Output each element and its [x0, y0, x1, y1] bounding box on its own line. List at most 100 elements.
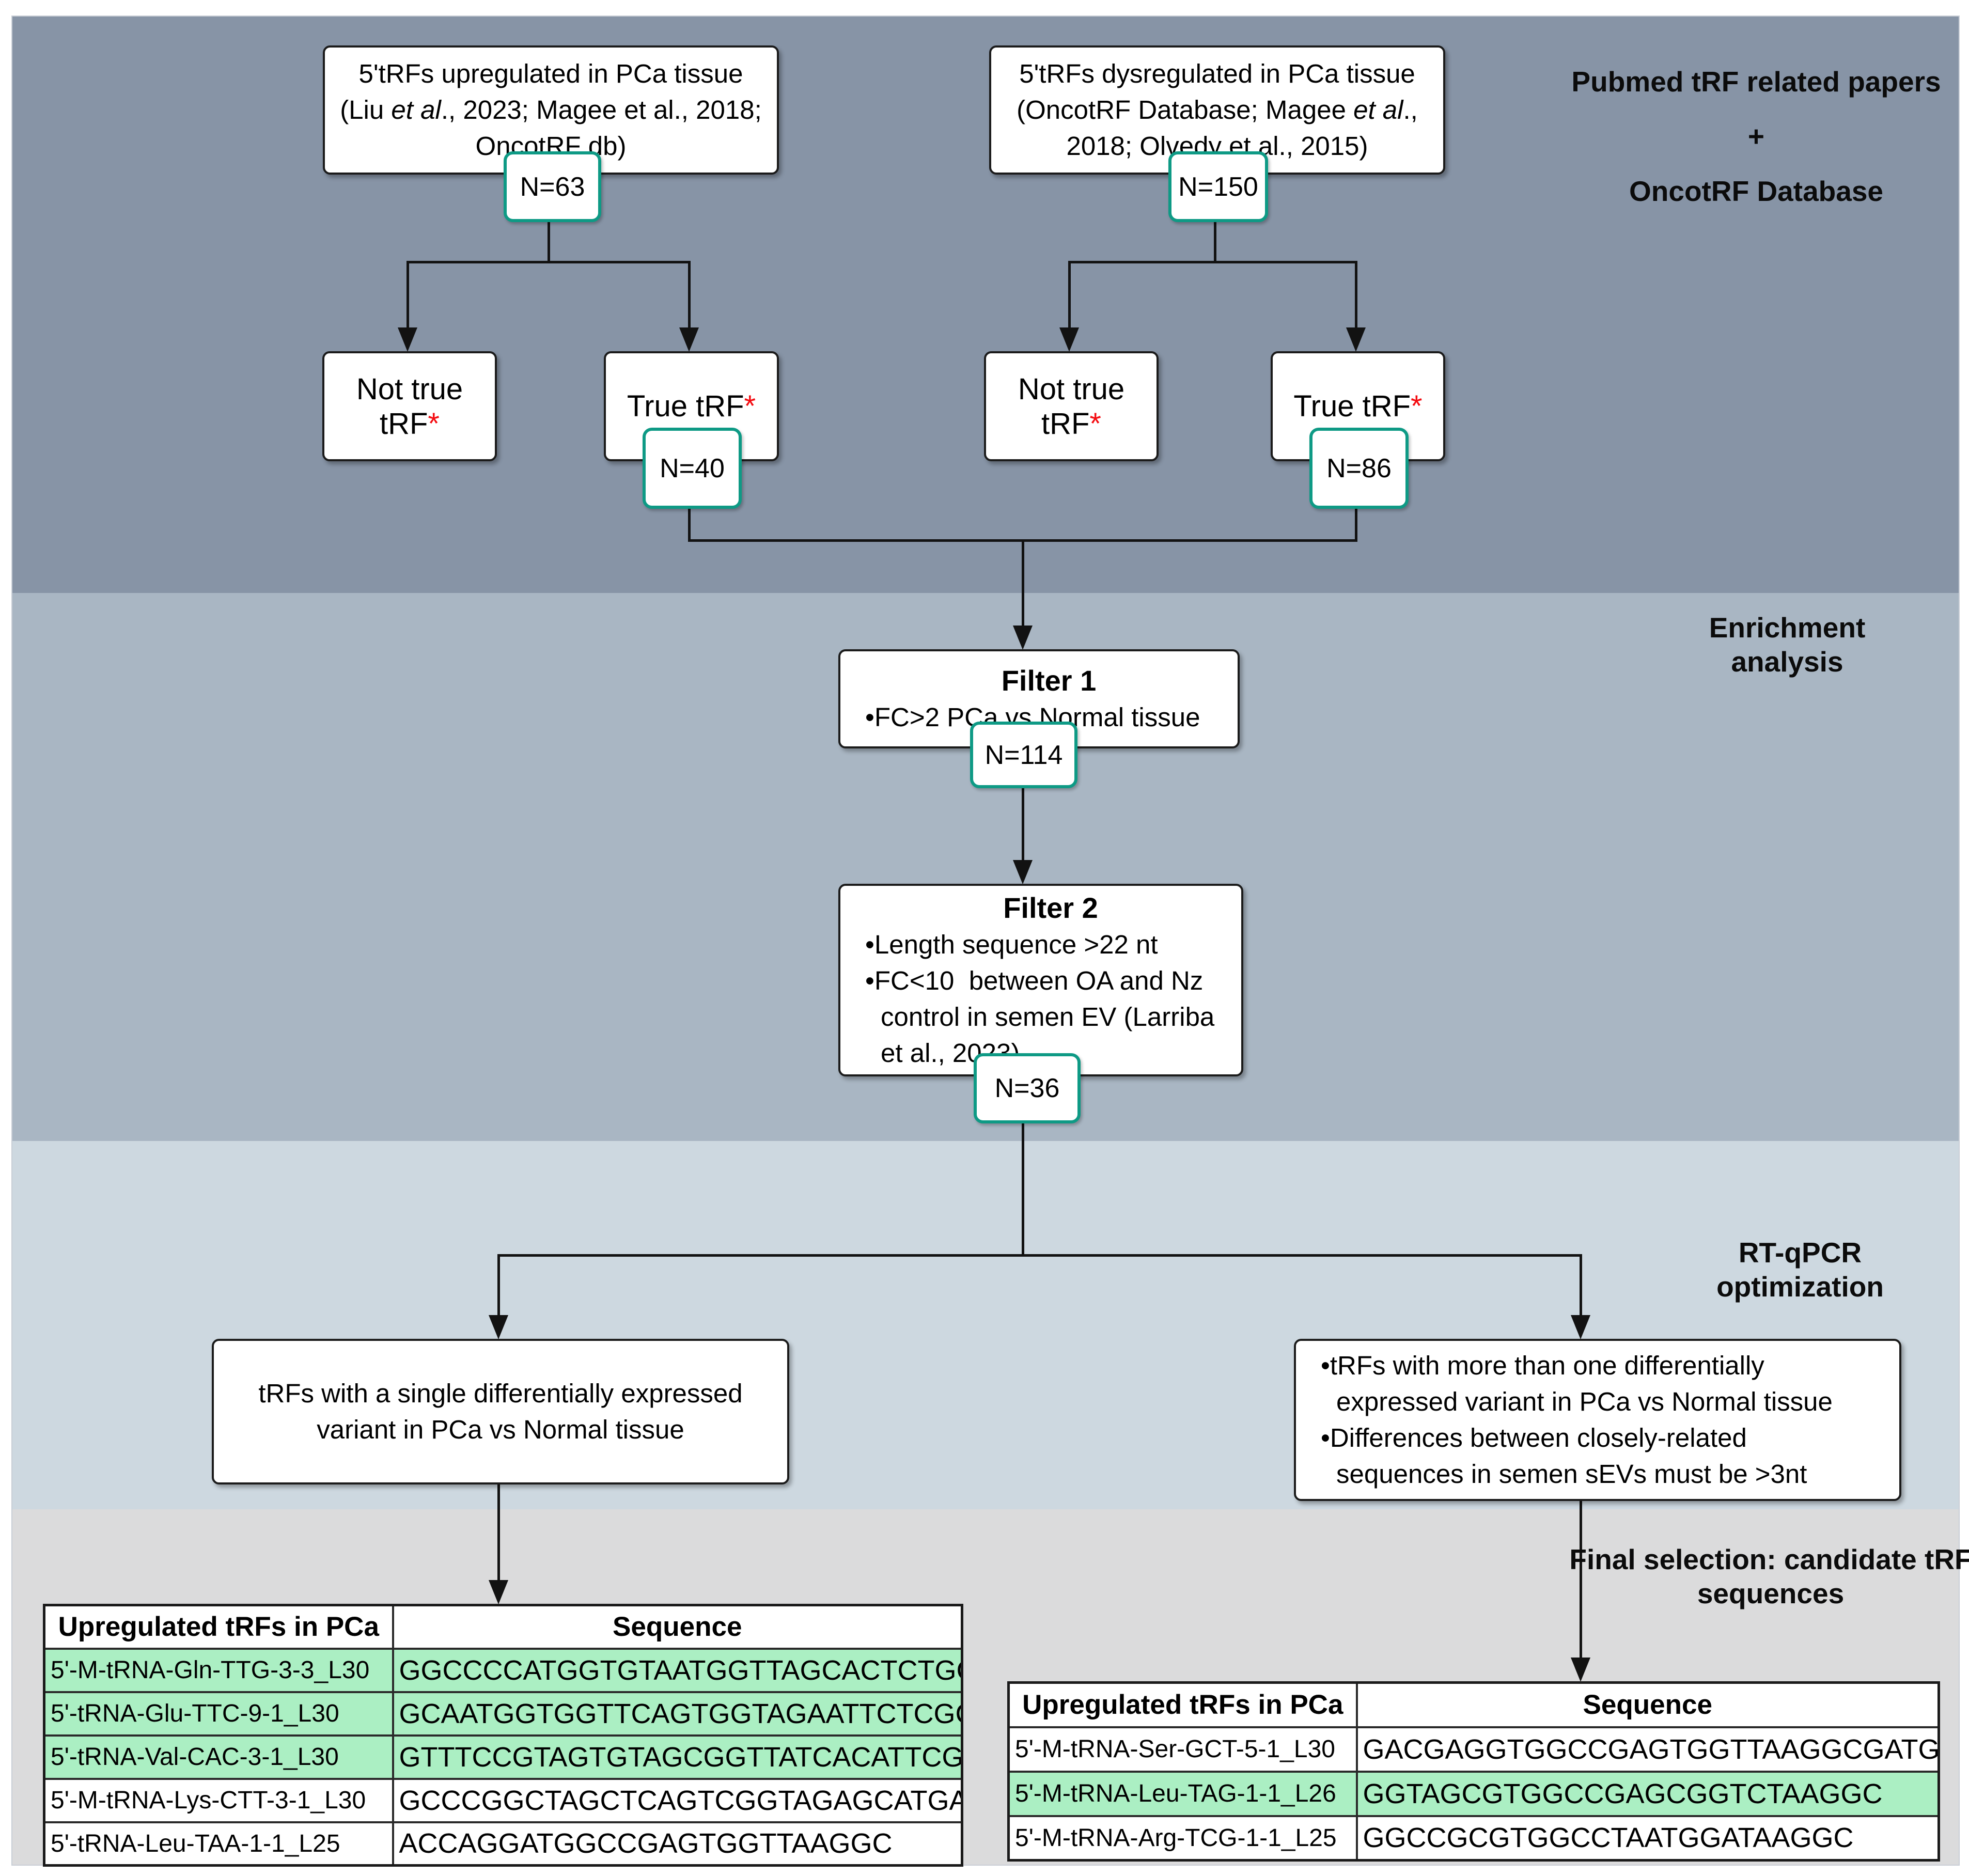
count-badge-n86: N=86: [1309, 428, 1409, 509]
text-line: control in semen EV (Larriba: [881, 1002, 1215, 1031]
flow-line: [497, 1254, 500, 1319]
flow-arrowhead: [1059, 327, 1079, 352]
flow-arrowhead: [1571, 1658, 1590, 1682]
trf-name-cell: 5'-M-tRNA-Arg-TCG-1-1_L25: [1007, 1815, 1358, 1862]
sequence-cell: GCCCGGCTAGCTCAGTCGGTAGAGCATGAG: [392, 1777, 963, 1823]
trf-name-cell: 5'-tRNA-Val-CAC-3-1_L30: [43, 1734, 394, 1780]
node-filter2: Filter 2 •Length sequence >22 nt •FC<10 b…: [838, 884, 1243, 1076]
text-line: •Length sequence >22 nt: [865, 929, 1158, 959]
flow-arrowhead: [1571, 1315, 1590, 1339]
sequence-cell: GTTTCCGTAGTGTAGCGGTTATCACATTCG: [392, 1734, 963, 1780]
flow-line: [407, 261, 690, 263]
count-badge-n63: N=63: [504, 151, 601, 222]
column-header: Upregulated tRFs in PCa: [43, 1604, 394, 1650]
flow-arrowhead: [489, 1580, 508, 1604]
node-label: Not true tRF*: [356, 372, 463, 441]
node-not-true-trf-right: Not true tRF*: [984, 351, 1159, 461]
flow-arrowhead: [1346, 327, 1366, 352]
sequence-cell: GGCCCCATGGTGTAATGGTTAGCACTCTGG: [392, 1647, 963, 1693]
flow-arrowhead: [398, 327, 417, 352]
flow-line: [1355, 502, 1357, 542]
column-header: Sequence: [1355, 1681, 1940, 1728]
text-line: Pubmed tRF related papers: [1571, 66, 1941, 98]
text-line: •tRFs with more than one differentially: [1321, 1351, 1764, 1380]
flow-line: [1580, 1497, 1582, 1660]
section-label-sources: Pubmed tRF related papers + OncotRF Databa…: [1571, 54, 1941, 218]
flow-arrowhead: [489, 1315, 508, 1339]
trf-name-cell: 5'-tRNA-Glu-TTC-9-1_L30: [43, 1691, 394, 1737]
sequence-cell: GCAATGGTGGTTCAGTGGTAGAATTCTCGC: [392, 1691, 963, 1737]
trf-name-cell: 5'-M-tRNA-Leu-TAG-1-1_L26: [1007, 1770, 1358, 1817]
column-header: Sequence: [392, 1604, 963, 1650]
node-multi-variant: •tRFs with more than one differentially e…: [1294, 1339, 1901, 1501]
trf-name-cell: 5'-M-tRNA-Ser-GCT-5-1_L30: [1007, 1726, 1358, 1773]
node-label: True tRF*: [1293, 389, 1423, 423]
flow-line: [1022, 539, 1024, 628]
text-line: 5'tRFs upregulated in PCa tissue: [358, 59, 743, 88]
trf-name-cell: 5'-tRNA-Leu-TAA-1-1_L25: [43, 1821, 394, 1867]
flow-arrowhead: [1013, 626, 1033, 650]
text-line: OncotRF Database: [1629, 175, 1884, 207]
flow-line: [1022, 781, 1024, 863]
count-badge-n36: N=36: [974, 1053, 1081, 1123]
flow-line: [688, 502, 691, 542]
trf-name-cell: 5'-M-tRNA-Lys-CTT-3-1_L30: [43, 1777, 394, 1823]
text-line: +: [1747, 120, 1765, 152]
node-not-true-trf-left: Not true tRF*: [322, 351, 497, 461]
sequence-cell: GGTAGCGTGGCCGAGCGGTCTAAGGC: [1355, 1770, 1940, 1817]
text-line: sequences in semen sEVs must be >3nt: [1336, 1459, 1807, 1489]
filter1-title: Filter 1: [1001, 664, 1097, 697]
flow-line: [688, 261, 691, 329]
flow-arrowhead: [1013, 860, 1033, 884]
sequence-cell: ACCAGGATGGCCGAGTGGTTAAGGC: [392, 1821, 963, 1867]
section-label-enrichment: Enrichment analysis: [1709, 612, 1866, 678]
text-line: 2018; Olvedy et al., 2015): [1066, 131, 1368, 161]
flow-arrowhead: [679, 327, 699, 352]
flow-line: [497, 1254, 1582, 1257]
filter2-criteria: •Length sequence >22 nt •FC<10 between OA…: [865, 927, 1214, 1071]
count-badge-n40: N=40: [643, 428, 742, 509]
text-line: (Liu et al., 2023; Magee et al., 2018;: [340, 95, 762, 124]
text-line: •FC<10 between OA and Nz: [865, 965, 1204, 995]
count-badge-n150: N=150: [1168, 151, 1268, 222]
text-line: (OncotRF Database; Magee et al.,: [1017, 95, 1418, 124]
text-line: 5'tRFs dysregulated in PCa tissue: [1019, 59, 1415, 88]
text-line: sequences: [1697, 1577, 1845, 1609]
sequence-cell: GACGAGGTGGCCGAGTGGTTAAGGCGATGG: [1355, 1726, 1940, 1773]
flow-line: [548, 216, 550, 262]
text-line: variant in PCa vs Normal tissue: [317, 1415, 684, 1444]
section-label-rtqpcr: RT-qPCR optimization: [1716, 1237, 1884, 1303]
flow-line: [1068, 261, 1071, 329]
flow-line: [1355, 261, 1357, 329]
flow-line: [1580, 1254, 1582, 1319]
text-line: tRFs with a single differentially expres…: [258, 1379, 743, 1408]
text-line: •Differences between closely-related: [1321, 1423, 1747, 1452]
trf-name-cell: 5'-M-tRNA-Gln-TTG-3-3_L30: [43, 1647, 394, 1693]
flow-line: [1022, 1117, 1024, 1257]
flow-line: [407, 261, 409, 329]
flow-line: [1068, 261, 1357, 263]
flow-line: [1214, 216, 1216, 262]
filter2-title: Filter 2: [1003, 891, 1098, 924]
text-line: expressed variant in PCa vs Normal tissu…: [1336, 1387, 1833, 1416]
column-header: Upregulated tRFs in PCa: [1007, 1681, 1358, 1728]
node-label: Not true tRF*: [1018, 372, 1125, 441]
flow-line: [497, 1479, 500, 1583]
count-badge-n114: N=114: [970, 722, 1077, 788]
text-line: Final selection: candidate tRF: [1569, 1543, 1969, 1575]
node-single-variant: tRFs with a single differentially expres…: [212, 1339, 789, 1484]
